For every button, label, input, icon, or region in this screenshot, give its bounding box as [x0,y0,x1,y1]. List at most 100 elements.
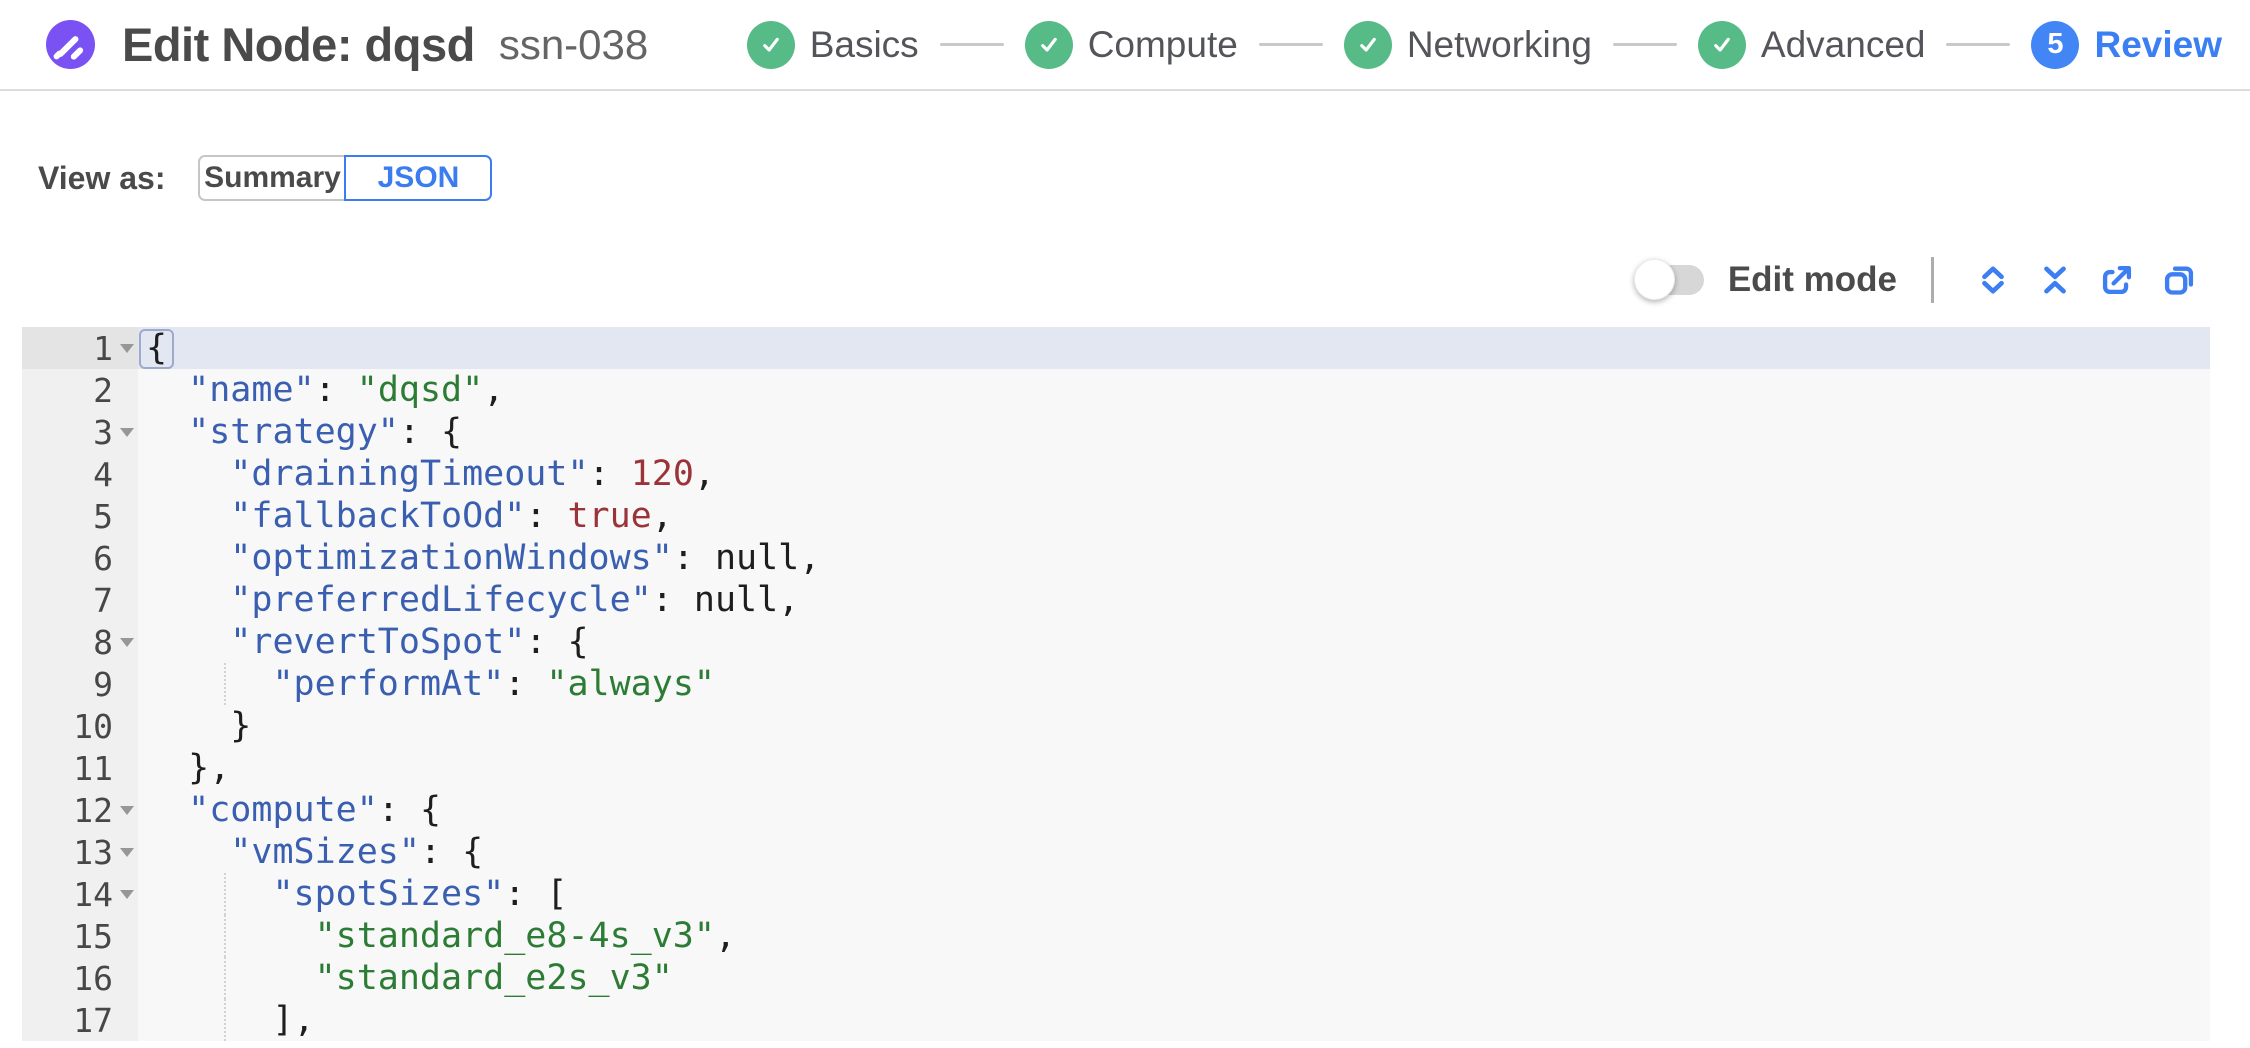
editor-line[interactable]: 1{ [22,327,2210,369]
wizard-header: Edit Node: dqsd ssn-038 Basics Compute Net… [0,0,2250,91]
code-line[interactable]: "fallbackToOd": true, [138,495,2210,537]
code-line[interactable]: "name": "dqsd", [138,369,2210,411]
code-token: 120 [630,454,694,494]
editor-line[interactable]: 13 "vmSizes": { [22,831,2210,873]
code-token [146,454,230,494]
code-token: "preferredLifecycle" [230,580,652,620]
code-token: ], [146,1000,315,1040]
gutter-cell: 8 [22,621,138,663]
editor-line[interactable]: 14 "spotSizes": [ [22,873,2210,915]
line-number: 1 [93,328,113,368]
editor-line[interactable]: 5 "fallbackToOd": true, [22,495,2210,537]
line-number: 2 [93,370,113,410]
editor-line[interactable]: 3 "strategy": { [22,411,2210,453]
code-token: }, [146,748,231,788]
line-number: 12 [73,790,113,830]
fold-arrow-icon[interactable] [120,428,134,437]
copy-icon[interactable] [2160,261,2198,299]
export-icon[interactable] [2098,261,2136,299]
editor-line[interactable]: 8 "revertToSpot": { [22,621,2210,663]
fold-arrow-icon[interactable] [120,638,134,647]
code-line[interactable]: "performAt": "always" [138,663,2210,705]
expand-all-icon[interactable] [1974,261,2012,299]
code-line[interactable]: "strategy": { [138,411,2210,453]
toggle-knob[interactable] [1633,259,1675,300]
gutter-cell: 13 [22,831,138,873]
view-as-json-button[interactable]: JSON [344,155,493,201]
code-line[interactable]: "drainingTimeout": 120, [138,453,2210,495]
code-line[interactable]: "standard_e8-4s_v3", [138,915,2210,957]
fold-arrow-icon[interactable] [120,890,134,899]
node-id-label: ssn-038 [498,20,649,68]
code-line[interactable]: ], [138,999,2210,1041]
gutter-cell: 16 [22,957,138,999]
code-line[interactable]: "compute": { [138,789,2210,831]
json-editor[interactable]: 1{2 "name": "dqsd",3 "strategy": {4 "dra… [22,327,2210,1041]
code-token: "name" [188,370,315,410]
editor-line[interactable]: 4 "drainingTimeout": 120, [22,453,2210,495]
step-compute[interactable]: Compute [1024,20,1238,69]
code-line[interactable]: "preferredLifecycle": null, [138,579,2210,621]
gutter-cell: 3 [22,411,138,453]
edit-mode-label: Edit mode [1727,260,1897,299]
code-token: "standard_e2s_v3" [314,958,673,998]
editor-line[interactable]: 11 }, [22,747,2210,789]
code-token: "revertToSpot" [230,622,526,662]
step-networking[interactable]: Networking [1343,20,1592,69]
gutter-cell: 4 [22,453,138,495]
matched-bracket: { [139,329,175,369]
code-token: : { [398,412,463,452]
code-line[interactable]: "spotSizes": [ [138,873,2210,915]
step-advanced[interactable]: Advanced [1697,20,1925,69]
code-line[interactable]: "vmSizes": { [138,831,2210,873]
collapse-all-icon[interactable] [2036,261,2074,299]
code-token: "spotSizes" [272,874,505,914]
code-line[interactable]: "optimizationWindows": null, [138,537,2210,579]
step-check-icon [1697,20,1746,69]
editor-line[interactable]: 10 } [22,705,2210,747]
code-line[interactable]: }, [138,747,2210,789]
code-token: "fallbackToOd" [230,496,526,536]
code-token: "compute" [188,790,378,830]
page-title: Edit Node: dqsd [122,18,475,71]
line-number: 14 [73,874,113,914]
code-token: "strategy" [188,412,399,452]
fold-arrow-icon[interactable] [120,806,134,815]
editor-line[interactable]: 9 "performAt": "always" [22,663,2210,705]
code-token [146,916,315,956]
code-token [146,538,230,578]
editor-line[interactable]: 2 "name": "dqsd", [22,369,2210,411]
indent-guide [224,957,226,999]
step-label: Compute [1087,23,1238,65]
view-as-summary-button[interactable]: Summary [198,155,347,201]
line-number: 3 [93,412,113,452]
code-line[interactable]: } [138,705,2210,747]
gutter-cell: 17 [22,999,138,1041]
line-number: 15 [73,916,113,956]
editor-line[interactable]: 15 "standard_e8-4s_v3", [22,915,2210,957]
step-basics[interactable]: Basics [746,20,919,69]
code-line[interactable]: "standard_e2s_v3" [138,957,2210,999]
editor-line[interactable]: 17 ], [22,999,2210,1041]
view-as-label: View as: [38,159,166,196]
gutter-cell: 2 [22,369,138,411]
indent-guide [224,915,226,957]
step-check-icon [746,20,795,69]
editor-line[interactable]: 6 "optimizationWindows": null, [22,537,2210,579]
code-line[interactable]: "revertToSpot": { [138,621,2210,663]
code-line[interactable]: { [138,327,2210,369]
editor-line[interactable]: 7 "preferredLifecycle": null, [22,579,2210,621]
spot-logo-icon [46,20,95,69]
code-token: : { [419,832,484,872]
line-number: 9 [93,664,113,704]
editor-line[interactable]: 16 "standard_e2s_v3" [22,957,2210,999]
editor-line[interactable]: 12 "compute": { [22,789,2210,831]
fold-arrow-icon[interactable] [120,344,134,353]
edit-mode-toggle[interactable] [1633,259,1704,300]
code-token [146,580,230,620]
step-label: Basics [809,23,919,65]
fold-arrow-icon[interactable] [120,848,134,857]
